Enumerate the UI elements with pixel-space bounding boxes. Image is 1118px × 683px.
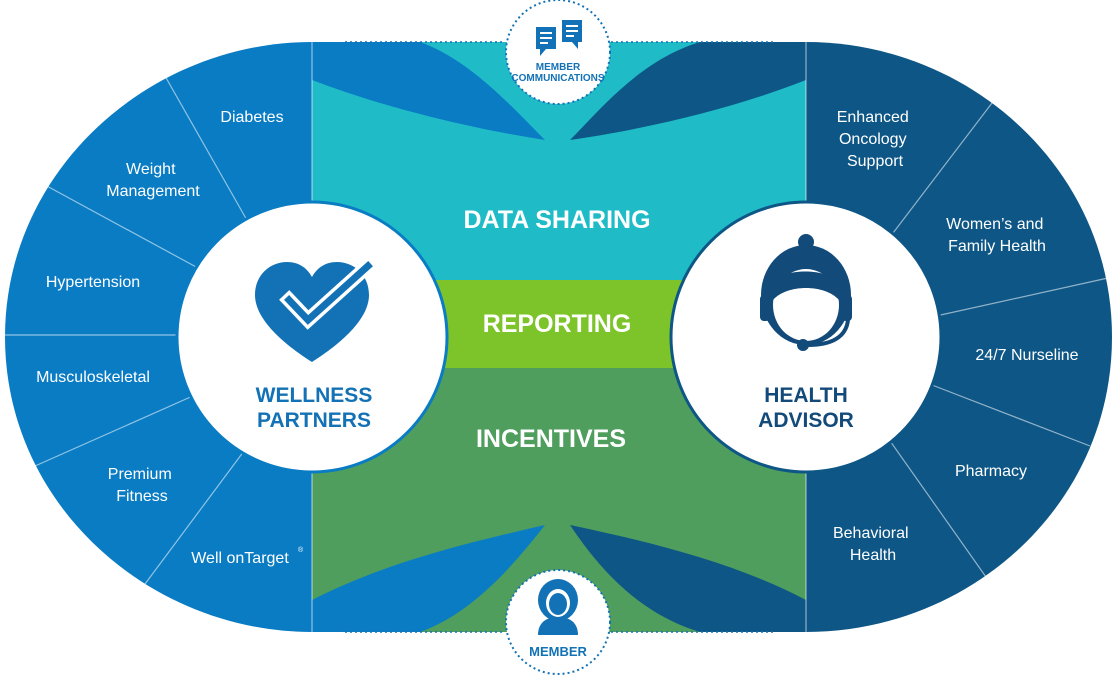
segment-musculoskeletal-line1: Musculoskeletal — [36, 369, 150, 386]
advisor-title-line1: HEALTH — [764, 384, 848, 407]
wellness-title-line2: PARTNERS — [257, 409, 371, 432]
segment-weight-management-line1: Weight — [126, 161, 176, 178]
segment-behavioral-health-line1: Behavioral — [833, 525, 909, 542]
member-communications-badge: MEMBER COMMUNICATIONS — [345, 0, 775, 105]
bottom-right-curve — [570, 525, 806, 632]
segment-nurseline-line1: 24/7 Nurseline — [975, 347, 1078, 364]
segment-premium-fitness: Premium Fitness — [108, 466, 176, 505]
segment-hypertension-line1: Hypertension — [46, 274, 140, 291]
segment-enhanced-oncology-line1: Enhanced — [837, 109, 909, 126]
segment-weight-management: Weight Management — [106, 161, 200, 200]
segment-musculoskeletal: Musculoskeletal — [36, 369, 150, 386]
member-badge: MEMBER — [345, 569, 775, 675]
member-person-icon — [538, 579, 578, 635]
segment-behavioral-health-line2: Health — [850, 547, 896, 564]
segment-behavioral-health: Behavioral Health — [833, 525, 913, 564]
segment-diabetes-line1: Diabetes — [220, 109, 283, 126]
segment-enhanced-oncology-line3: Support — [847, 153, 904, 170]
member-label: MEMBER — [529, 644, 587, 659]
segment-diabetes: Diabetes — [220, 109, 283, 126]
segment-enhanced-oncology-line2: Oncology — [839, 131, 907, 148]
wellness-partners-hub: WELLNESS PARTNERS — [175, 200, 449, 474]
wellness-segment-labels: Diabetes Weight Management Hypertension … — [36, 109, 304, 567]
bottom-left-curve — [312, 525, 545, 632]
heart-check-icon — [255, 256, 378, 362]
segment-well-ontarget-line1: Well onTarget — [191, 550, 289, 567]
advisor-segment-labels: Enhanced Oncology Support Women’s and Fa… — [833, 109, 1079, 564]
segment-weight-management-line2: Management — [106, 183, 200, 200]
speech-bubbles-icon — [536, 20, 582, 56]
segment-premium-fitness-line2: Fitness — [116, 488, 168, 505]
segment-nurseline: 24/7 Nurseline — [975, 347, 1078, 364]
top-right-curve — [570, 42, 806, 140]
segment-womens-family-health: Women’s and Family Health — [946, 216, 1048, 255]
data-sharing-label: DATA SHARING — [463, 206, 650, 234]
member-communications-line1: MEMBER — [536, 62, 581, 73]
health-advisor-hub: HEALTH ADVISOR — [669, 200, 943, 474]
advisor-title-line2: ADVISOR — [758, 409, 854, 432]
segment-womens-family-health-line1: Women’s and — [946, 216, 1043, 233]
incentives-label: INCENTIVES — [476, 425, 626, 453]
member-communications-line2: COMMUNICATIONS — [511, 73, 604, 84]
segment-hypertension: Hypertension — [46, 274, 140, 291]
top-left-curve — [312, 42, 545, 140]
segment-well-ontarget: Well onTarget — [191, 550, 289, 567]
reporting-label: REPORTING — [483, 310, 632, 338]
headset-advisor-icon — [760, 234, 852, 351]
segment-enhanced-oncology: Enhanced Oncology Support — [837, 109, 914, 170]
health-advisor-disc — [806, 42, 1112, 632]
wellness-partners-disc — [5, 42, 312, 632]
wellness-title-line1: WELLNESS — [256, 384, 373, 407]
segment-premium-fitness-line1: Premium — [108, 466, 172, 483]
segment-pharmacy-line1: Pharmacy — [955, 463, 1027, 480]
segment-womens-family-health-line2: Family Health — [948, 238, 1046, 255]
segment-pharmacy: Pharmacy — [955, 463, 1027, 480]
well-ontarget-registered-mark: ® — [298, 546, 304, 554]
